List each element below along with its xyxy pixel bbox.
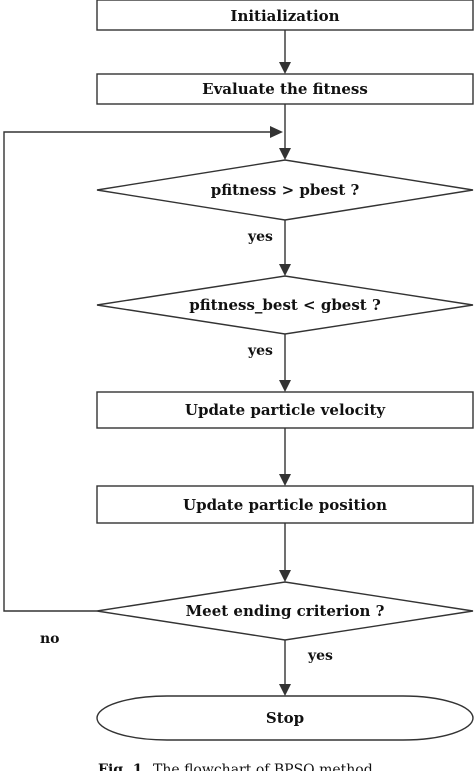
pbest-decision-node: pfitness > pbest ?: [96, 159, 474, 221]
evaluate-fitness-label: Evaluate the fitness: [202, 80, 368, 98]
evaluate-fitness-node: Evaluate the fitness: [96, 73, 474, 105]
arrow-velocity-to-position: [279, 428, 291, 486]
end-criterion-decision-node: Meet ending criterion ?: [96, 581, 474, 641]
initialization-label: Initialization: [230, 7, 339, 25]
initialization-node: Initialization: [96, 0, 474, 31]
arrow-no-loop-back: [3, 126, 283, 612]
update-velocity-node: Update particle velocity: [96, 391, 474, 429]
update-velocity-label: Update particle velocity: [185, 401, 387, 419]
caption-text: The flowchart of BPSO method: [153, 762, 373, 771]
gbest-yes-label: yes: [247, 343, 273, 359]
end-criterion-decision-label: Meet ending criterion ?: [186, 602, 385, 620]
end-no-label: no: [40, 631, 60, 647]
arrow-gbest-to-velocity: [279, 334, 291, 392]
arrow-init-to-evaluate: [279, 30, 291, 74]
arrow-end-to-stop: [279, 640, 291, 696]
gbest-decision-node: pfitness_best < gbest ?: [96, 275, 474, 335]
pbest-yes-label: yes: [247, 229, 273, 245]
update-position-label: Update particle position: [183, 496, 387, 514]
figure-caption: Fig. 1 The flowchart of BPSO method: [98, 762, 373, 771]
arrow-pbest-to-gbest-decision: [279, 220, 291, 276]
gbest-decision-label: pfitness_best < gbest ?: [189, 296, 381, 314]
arrow-evaluate-to-pbest-decision: [279, 104, 291, 160]
svg-text:Fig. 1 The flowchart of: Fig. 1 The flowchart of BPSO method: [98, 762, 373, 771]
caption-figure-label: Fig. 1: [98, 762, 143, 771]
stop-terminal-node: Stop: [96, 695, 474, 741]
update-position-node: Update particle position: [96, 485, 474, 524]
end-yes-label: yes: [307, 648, 333, 664]
pbest-decision-label: pfitness > pbest ?: [211, 181, 360, 199]
stop-label: Stop: [266, 709, 304, 727]
arrow-position-to-end-decision: [279, 523, 291, 582]
